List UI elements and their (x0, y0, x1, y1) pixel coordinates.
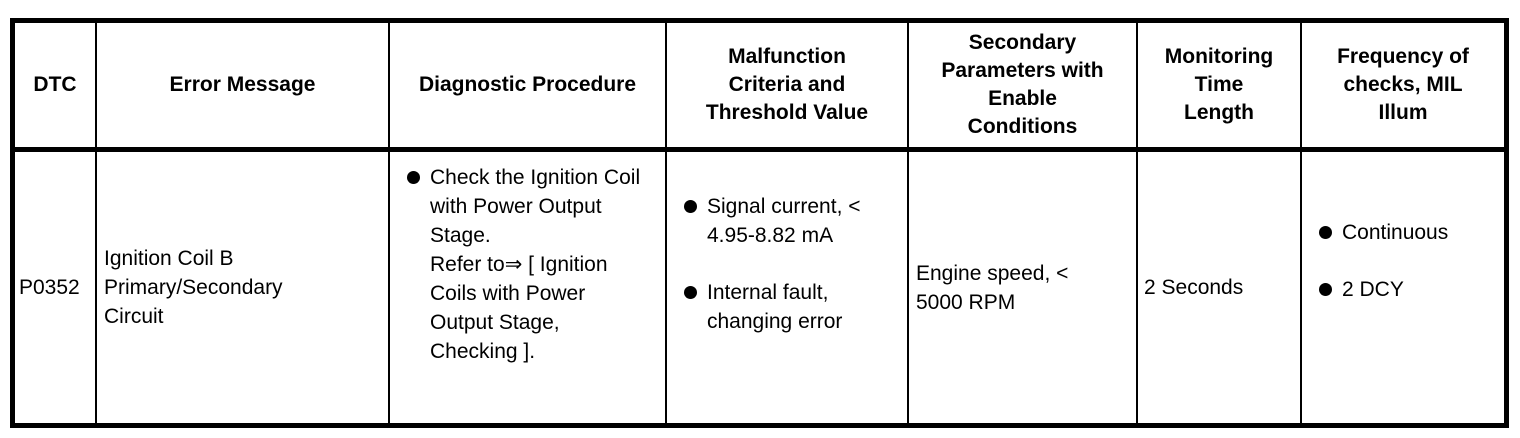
header-cell-dtc: DTC (15, 23, 97, 152)
header-label-line: Time (1194, 73, 1244, 96)
bullet-icon (390, 163, 430, 184)
header-cell-frequency: Frequency of checks, MIL Illum (1302, 23, 1504, 152)
frequency-text: Continuous (1342, 221, 1449, 244)
list-item: Signal current, < 4.95-8.82 mA (667, 192, 901, 250)
cell-malfunction-criteria: Signal current, < 4.95-8.82 mA Internal … (667, 152, 909, 423)
header-cell-diagnostic-procedure: Diagnostic Procedure (390, 23, 667, 152)
cell-dtc-code: P0352 (15, 152, 97, 423)
dtc-code: P0352 (19, 276, 80, 299)
header-label-line: Conditions (967, 115, 1078, 138)
header-cell-secondary-parameters: Secondary Parameters with Enable Conditi… (909, 23, 1138, 152)
secondary-parameters-text: Engine speed, < 5000 RPM (916, 261, 1069, 314)
header-label-line: Frequency of (1337, 45, 1469, 68)
list-item: Continuous (1302, 218, 1500, 247)
header-cell-monitoring-time: Monitoring Time Length (1138, 23, 1302, 152)
frequency-text: 2 DCY (1342, 278, 1404, 301)
header-cell-error-message: Error Message (97, 23, 390, 152)
error-message-text: Ignition Coil B Primary/Secondary Circui… (104, 247, 283, 328)
bullet-icon (667, 192, 707, 213)
header-label: DTC (33, 73, 77, 96)
bullet-icon (1302, 275, 1342, 296)
header-label-line: Enable (988, 87, 1057, 110)
diagnostic-procedure-line: Refer to⇒ [ Ignition Coils with Power Ou… (430, 253, 608, 363)
cell-frequency: Continuous 2 DCY (1302, 152, 1504, 423)
list-item: 2 DCY (1302, 275, 1500, 304)
header-label-line: checks, MIL (1343, 73, 1463, 96)
list-item: Internal fault, changing error (667, 278, 901, 336)
header-label: Error Message (169, 73, 316, 96)
cell-secondary-parameters: Engine speed, < 5000 RPM (909, 152, 1138, 423)
header-label: Diagnostic Procedure (418, 73, 637, 96)
malfunction-criteria-text: Signal current, < 4.95-8.82 mA (707, 195, 861, 247)
header-label-line: Length (1184, 101, 1254, 124)
dtc-table: DTC Error Message Diagnostic Procedure M… (10, 18, 1509, 428)
header-label-line: Threshold Value (705, 101, 869, 124)
header-label-line: Malfunction (728, 45, 846, 68)
diagnostic-procedure-line: Check the Ignition Coil with Power Outpu… (430, 166, 641, 247)
header-label-line: Illum (1378, 101, 1428, 124)
header-label-line: Criteria and (728, 73, 846, 96)
cell-error-message: Ignition Coil B Primary/Secondary Circui… (97, 152, 390, 423)
cell-monitoring-time: 2 Seconds (1138, 152, 1302, 423)
header-label-line: Secondary (968, 31, 1077, 54)
monitoring-time-text: 2 Seconds (1144, 276, 1244, 299)
header-cell-malfunction-criteria: Malfunction Criteria and Threshold Value (667, 23, 909, 152)
bullet-icon (667, 278, 707, 299)
header-label-line: Parameters with (941, 59, 1104, 82)
bullet-icon (1302, 218, 1342, 239)
cell-diagnostic-procedure: Check the Ignition Coil with Power Outpu… (390, 152, 667, 423)
diagnostic-procedure-text: Check the Ignition Coil with Power Outpu… (430, 163, 646, 366)
header-label-line: Monitoring (1164, 45, 1274, 68)
list-item: Check the Ignition Coil with Power Outpu… (390, 163, 655, 366)
malfunction-criteria-text: Internal fault, changing error (707, 281, 843, 333)
